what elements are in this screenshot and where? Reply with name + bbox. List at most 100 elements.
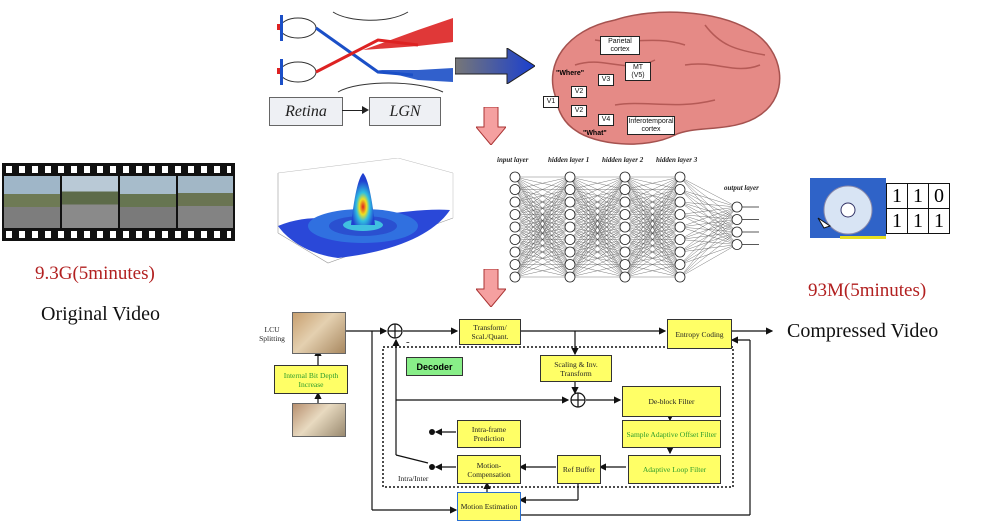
lcu-splitting-label: LCU Splitting [259,325,285,343]
nn-output-label: output layer [724,184,759,192]
brain-label-v2b: V2 [571,105,587,117]
nn-edge [679,231,738,278]
nn-neuron [674,209,686,220]
nn-edge [624,176,681,240]
nn-neuron [619,209,631,220]
retina-to-lgn-arrow [342,110,366,111]
nn-neuron [564,259,576,270]
nn-edge [679,206,738,215]
bit-cell: 1 [928,208,950,234]
original-video-caption: Original Video [41,303,160,325]
input-source-image [292,403,346,437]
nn-neuron [619,246,631,258]
film-frame-3 [120,176,176,228]
nn-neuron [619,184,631,195]
nn-edge [624,176,681,190]
nn-neuron [509,234,521,245]
transform-box: Transform/ Scal./Quant. [459,319,521,345]
nn-edge [679,219,738,278]
nn-edge [569,176,626,278]
adaptive-loop-filter-box: Adaptive Loop Filter [628,455,721,484]
nn-edge [679,176,738,208]
sombrero-surface-plot [277,158,454,264]
nn-neuron [674,221,686,233]
film-frame-1 [4,176,60,228]
nn-edge [624,176,681,265]
nn-edge [679,206,738,228]
brain-label-mt: MT (V5) [625,62,651,81]
scaling-inverse-box: Scaling & Inv. Transform [540,355,612,382]
nn-edge [569,176,626,215]
brain-label-v1: V1 [543,96,559,108]
retina-to-lgn-arrowhead [362,106,369,114]
nn-edge [624,264,681,278]
compressed-video-caption: Compressed Video [787,320,939,342]
brain-label-v4: V4 [598,114,614,126]
nn-neuron [564,171,576,183]
nn-edge [514,239,571,278]
nn-edge [569,226,626,278]
motion-compensation-box: Motion-Compensation [457,455,521,484]
nn-edge [569,176,626,228]
nn-neuron [564,234,576,245]
brain-label-inferotemporal: Inferotemporal cortex [627,116,675,135]
ref-buffer-box: Ref Buffer [557,455,601,484]
internal-bit-depth-box: Internal Bit Depth Increase [274,365,348,394]
nn-neuron [674,196,686,208]
nn-neuron [509,171,521,183]
nn-neuron [564,196,576,208]
nn-edge [679,201,738,208]
nn-edge [569,239,626,278]
retina-box: Retina [269,97,343,126]
nn-edge [514,176,571,240]
brain-label-parietal: Parietal cortex [600,36,640,55]
motion-estimation-box: Motion Estimation [457,492,521,521]
sao-filter-box: Sample Adaptive Offset Filter [622,420,721,448]
optic-pathway-drawing [277,11,453,93]
nn-edge [569,264,626,278]
nn-edge [569,176,626,265]
film-frame-4 [178,176,233,228]
nn-edge [514,189,571,278]
nn-edge [624,251,681,278]
nn-edge [514,176,571,253]
nn-edge [569,176,626,190]
nn-edge [624,176,681,278]
pink-arrow-down-1 [476,107,506,145]
pink-arrow-down-2 [476,269,506,307]
deblock-filter-box: De-block Filter [622,386,721,417]
nn-edge [514,176,571,265]
decoder-label: Decoder [406,357,463,376]
intra-prediction-box: Intra-frame Prediction [457,420,521,448]
nn-edge [569,176,626,253]
nn-neuron [619,196,631,208]
nn-neuron [674,271,686,283]
nn-neuron [674,234,686,245]
nn-edge [569,189,626,278]
nn-neuron [564,184,576,195]
nn-neuron [674,246,686,258]
nn-edge [569,214,626,278]
original-size-label: 9.3G(5minutes) [35,263,155,284]
brain-label-what: "What" [583,130,607,137]
nn-input-label: input layer [497,156,529,164]
nn-neuron [509,259,521,270]
nn-neuron [509,221,521,233]
nn-edge [569,251,626,278]
nn-neuron [619,234,631,245]
compressed-disc-icon [810,178,886,239]
nn-edge [569,201,626,278]
neural-network-diagram [509,171,759,283]
bits-row: 1 1 0 [886,183,950,209]
brain-label-where: "Where" [556,70,585,77]
nn-neuron [674,259,686,270]
nn-edge [679,206,738,278]
nn-edge [514,176,571,203]
brain-label-v2a: V2 [571,86,587,98]
nn-edge [514,201,571,278]
nn-edge [514,176,571,190]
nn-edge [624,176,681,228]
nn-edge [679,189,738,208]
nn-edge [624,189,681,278]
entropy-coding-box: Entropy Coding [667,319,732,349]
